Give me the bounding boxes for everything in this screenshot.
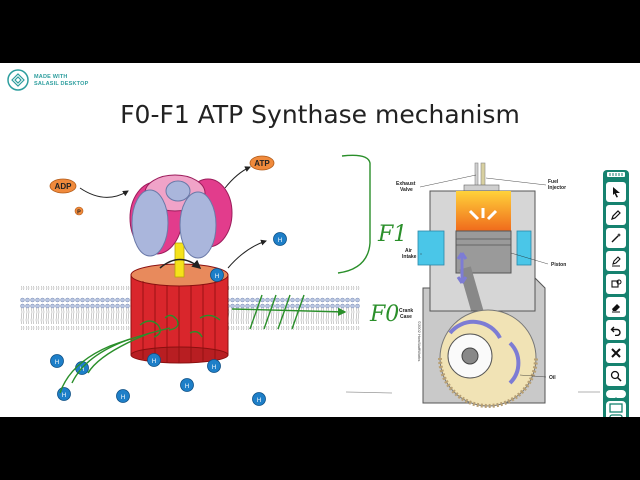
svg-text:H: H <box>257 398 261 404</box>
membrane-hatch <box>249 294 305 330</box>
air-intake-left <box>417 230 445 266</box>
proton: H <box>207 359 221 373</box>
atp-label: ATP <box>254 159 270 168</box>
rotor-scribble <box>199 314 221 321</box>
svg-text:H: H <box>121 395 125 401</box>
zoom-icon[interactable] <box>606 366 626 386</box>
proton: H <box>273 232 287 246</box>
proton: H <box>116 389 130 403</box>
salasil-logo-icon <box>7 69 29 91</box>
label-injector: Injector <box>548 185 566 191</box>
f1-bracket <box>337 154 371 274</box>
label-exhaust: Exhaust <box>396 181 416 187</box>
engine-illustration: Exhaust Valve Fuel Injector Air Intake P… <box>396 162 566 408</box>
label-intake: Intake <box>402 254 417 260</box>
adp-arrow <box>79 187 129 198</box>
magic-pen-icon[interactable] <box>606 228 626 248</box>
pencil-underlines <box>345 391 600 394</box>
air-intake-right <box>516 230 532 266</box>
svg-text:H: H <box>212 365 216 371</box>
proton: H <box>180 378 194 392</box>
handwritten-f0: F0 <box>369 302 399 327</box>
slide-panel-button[interactable] <box>606 401 626 417</box>
phosphate-badge: P <box>74 206 84 216</box>
svg-text:H: H <box>278 238 282 244</box>
crank-rotation-arrow <box>448 319 502 339</box>
logo-line2: SALASIL DESKTOP <box>34 81 89 87</box>
proton: H <box>147 353 161 367</box>
eraser-icon[interactable] <box>606 297 626 317</box>
atp-arrow <box>224 166 251 189</box>
svg-text:H: H <box>185 384 189 390</box>
slide-canvas: MADE WITH SALASIL DESKTOP F0-F1 ATP Synt… <box>0 63 640 417</box>
highlighter-icon[interactable] <box>606 251 626 271</box>
proton: H <box>252 392 266 406</box>
svg-text:H: H <box>215 274 219 280</box>
handwritten-f1: F1 <box>377 222 407 247</box>
svg-text:H: H <box>62 393 66 399</box>
label-fuel: Fuel <box>548 179 559 185</box>
shape-icon[interactable] <box>606 274 626 294</box>
proton: H <box>57 387 71 401</box>
adp-label: ADP <box>55 182 73 191</box>
handwritten-annotations <box>59 154 371 394</box>
piston-motion-arrow <box>456 252 468 284</box>
atp-synthase-diagram: ADP P ATP H H H H H H H H H H <box>20 154 600 408</box>
clear-icon[interactable] <box>606 343 626 363</box>
rotation-arrow <box>159 258 202 269</box>
label-case: Case <box>400 314 412 320</box>
label-valve: Valve <box>400 187 413 193</box>
label-piston: Piston <box>551 262 566 268</box>
rotor-scribbles <box>139 314 203 338</box>
label-crank: Crank <box>399 308 413 314</box>
logo-line1: MADE WITH <box>34 74 68 80</box>
svg-text:H: H <box>55 360 59 366</box>
undo-icon[interactable] <box>606 320 626 340</box>
label-air: Air <box>405 248 412 254</box>
annotation-toolbar <box>603 170 629 417</box>
phosphate-label: P <box>77 210 81 216</box>
proton-path-1 <box>59 327 171 394</box>
svg-text:H: H <box>80 367 84 373</box>
pointer-icon[interactable] <box>606 182 626 202</box>
adp-badge: ADP <box>49 178 77 194</box>
f1-head <box>129 174 233 259</box>
proton: H <box>50 354 64 368</box>
combustion-arrows <box>468 208 498 221</box>
proton: H <box>210 268 224 282</box>
label-oil: Oil <box>549 375 556 381</box>
proton-exit-arrow <box>227 239 267 269</box>
slides-icon <box>609 403 623 417</box>
slide-title: F0-F1 ATP Synthase mechanism <box>120 100 520 129</box>
proton-path-3 <box>87 332 151 374</box>
label-copyright: ©2002 HowStuffWorks <box>417 321 422 361</box>
atp-badge: ATP <box>249 155 275 171</box>
proton-path-2 <box>71 338 131 384</box>
svg-text:H: H <box>152 359 156 365</box>
f0-arrow <box>231 307 347 317</box>
toolbar-drag-handle[interactable] <box>607 172 625 177</box>
piston-shape <box>455 230 512 274</box>
pen-icon[interactable] <box>606 205 626 225</box>
collapse-toolbar-button[interactable] <box>606 390 626 402</box>
made-with-salasil-logo: MADE WITH SALASIL DESKTOP <box>4 67 94 93</box>
